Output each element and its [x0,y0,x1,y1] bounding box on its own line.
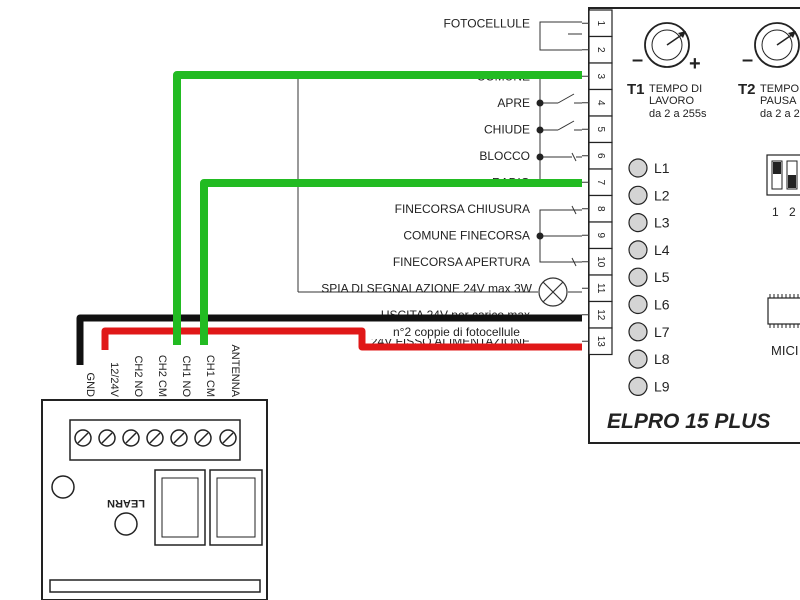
led-icon [628,267,648,287]
overlay-note: n°2 coppie di fotocellule [393,325,520,339]
contact-dots [536,99,544,240]
receiver-terminal-label: CH1 CM [204,355,216,397]
board-terminal-number: 12 [595,309,606,321]
board-terminal-number: 8 [595,206,606,212]
receiver-module [41,399,268,600]
t2-line1: TEMPO [760,83,800,95]
board-terminal-number: 4 [595,100,606,106]
green-wire-ch1-no [173,71,582,345]
led-label: L9 [654,378,670,394]
receiver-terminal-label: ANTENNA [229,344,241,397]
led-icon [628,213,648,233]
microcontroller-chip [767,294,800,328]
t2-range: da 2 a 2 [760,108,800,120]
led-indicator [51,475,75,499]
t1-minus: – [632,49,643,71]
led-icon [628,349,648,369]
receiver-terminal-labels: GND 12/24V CH2 NO CH2 CM CH1 NO CH1 CM ANTENNA [84,344,241,397]
receiver-terminal-label: GND [84,373,96,398]
t2-code: T2 [738,81,756,98]
terminal-label: COMUNE FINECORSA [403,228,530,242]
green-wire-ch1-cm [200,179,582,345]
t1-plus: + [689,53,701,75]
t1-potentiometer-icon [644,22,690,68]
terminal-label: FOTOCELLULE [444,16,530,30]
terminal-label: FINECORSA APERTURA [393,255,530,269]
led-label: L7 [654,324,670,340]
led-icon [628,376,648,396]
led-label: L1 [654,160,670,176]
micro-label: MICI [771,343,798,358]
terminal-label: SPIA DI SEGNALAZIONE 24V max 3W [321,281,532,295]
led-icon [628,240,648,260]
t2-minus: – [742,49,753,71]
board-terminal-number: 3 [595,73,606,79]
t1-range: da 2 a 255s [649,108,707,120]
signal-lamp-icon [538,277,568,307]
t2-potentiometer-icon [754,22,800,68]
led-icon [628,158,648,178]
t1-code: T1 [627,81,645,98]
red-wire [101,327,582,351]
black-wire [76,314,582,365]
learn-label: LEARN [107,497,145,509]
t1-line2: LAVORO [649,95,694,107]
dip-label-2: 2 [789,205,796,219]
receiver-terminal-label: CH2 CM [156,355,168,397]
terminal-label: FINECORSA CHIUSURA [395,202,530,216]
board-terminal-number: 1 [595,20,606,26]
led-icon [628,322,648,342]
led-label: L5 [654,269,670,285]
receiver-terminal-label: 12/24V [108,362,120,398]
board-terminal-number: 9 [595,232,606,238]
led-label: L8 [654,351,670,367]
terminal-label: CHIUDE [484,122,530,136]
led-label: L6 [654,297,670,313]
board-terminal-number: 6 [595,153,606,159]
board-terminal-number: 11 [595,283,606,294]
board-terminal-number: 13 [595,336,606,348]
elpro-board [588,7,800,444]
board-name: ELPRO 15 PLUS [607,410,770,433]
led-icon [628,185,648,205]
led-label: L2 [654,187,670,203]
t2-line2: PAUSA [760,95,797,107]
board-terminal-number: 7 [595,179,606,185]
terminal-label: BLOCCO [479,149,530,163]
dip-switch [766,154,800,196]
led-icon [628,294,648,315]
receiver-terminal-label: CH2 NO [132,355,144,397]
led-label: L3 [654,215,670,231]
led-label: L4 [654,242,670,258]
board-terminal-number: 5 [595,126,606,132]
board-terminal-number: 2 [595,47,606,53]
receiver-terminal-label: CH1 NO [180,355,192,397]
board-terminal-number: 10 [595,256,606,268]
learn-button [114,512,138,536]
t1-line1: TEMPO DI [649,83,702,95]
dip-label-1: 1 [772,205,779,219]
terminal-label: APRE [497,96,530,110]
